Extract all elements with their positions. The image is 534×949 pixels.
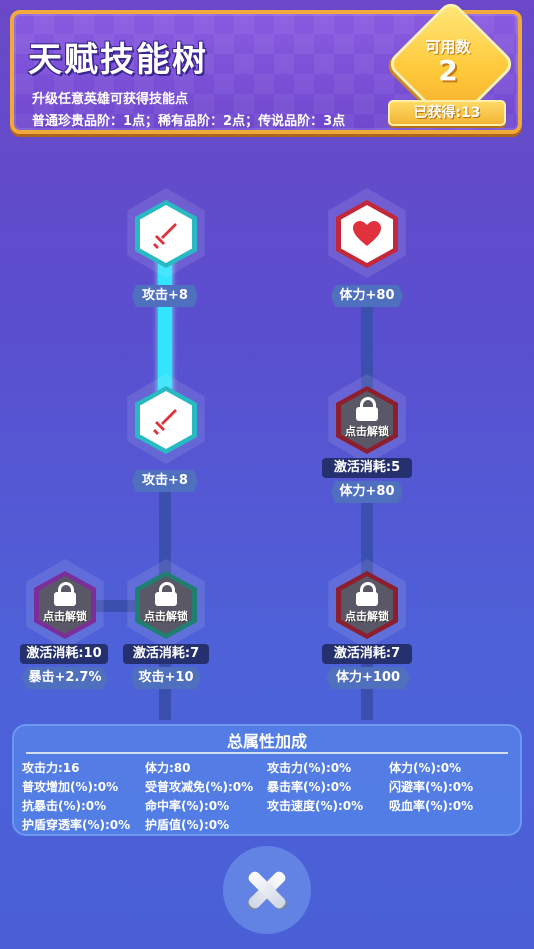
stat-item: 体力(%):0% — [389, 761, 462, 775]
stat-item: 吸血率(%):0% — [389, 799, 474, 813]
lock-icon — [356, 397, 378, 421]
stat-item: 护盾穿透率(%):0% — [22, 818, 131, 832]
talent-label-hp-3: 体力+100 — [326, 667, 410, 689]
available-points-badge: 可用数 2 — [385, 0, 517, 130]
connector-hp-2-3 — [361, 500, 373, 580]
talent-node-hp-2[interactable]: 点击解锁 — [322, 374, 412, 464]
quality-rule-text: 普通珍贵品阶：1点；稀有品阶：2点；传说品阶：3点 — [32, 114, 346, 129]
stat-item: 攻击力(%):0% — [267, 761, 352, 775]
stat-item: 体力:80 — [145, 761, 191, 775]
subtitle: 升级任意英雄可获得技能点 — [32, 92, 189, 107]
stat-item: 普攻增加(%):0% — [22, 780, 119, 794]
lock-icon — [155, 582, 177, 606]
available-value: 2 — [438, 54, 458, 87]
sword-icon — [153, 409, 177, 435]
lock-icon — [54, 582, 76, 606]
unlock-hint: 点击解锁 — [43, 610, 87, 623]
unlock-hint: 点击解锁 — [345, 610, 389, 623]
talent-cost-crit: 激活消耗:10 — [20, 644, 108, 664]
close-button[interactable] — [223, 846, 311, 934]
stat-item: 攻击力:16 — [22, 761, 80, 775]
stat-item: 受普攻减免(%):0% — [145, 780, 254, 794]
stat-item: 护盾值(%):0% — [145, 818, 230, 832]
talent-node-hp-1[interactable] — [322, 188, 412, 278]
unlock-hint: 点击解锁 — [144, 610, 188, 623]
connector-hp-1-2 — [361, 300, 373, 390]
talent-cost-hp-3: 激活消耗:7 — [322, 644, 412, 664]
sword-icon — [153, 223, 177, 249]
talent-node-attack-1[interactable] — [121, 188, 211, 278]
heart-icon — [353, 221, 381, 246]
talent-cost-hp-2: 激活消耗:5 — [322, 458, 412, 478]
talent-node-attack-3[interactable]: 点击解锁 — [121, 559, 211, 649]
stat-item: 攻击速度(%):0% — [267, 799, 364, 813]
total-stats-title: 总属性加成 — [226, 732, 307, 751]
stat-item: 暴击率(%):0% — [267, 780, 352, 794]
lock-icon — [356, 582, 378, 606]
talent-label-crit: 暴击+2.7% — [22, 667, 108, 689]
stat-item: 命中率(%):0% — [145, 799, 230, 813]
talent-node-hp-3[interactable]: 点击解锁 — [322, 559, 412, 649]
divider — [26, 752, 508, 754]
available-label: 可用数 — [425, 38, 471, 56]
talent-label-attack-3: 攻击+10 — [131, 667, 201, 689]
total-stats-panel: 总属性加成 攻击力:16 体力:80 攻击力(%):0% 体力(%):0% 普攻… — [12, 724, 522, 836]
talent-cost-attack-3: 激活消耗:7 — [123, 644, 209, 664]
stat-item: 抗暴击(%):0% — [22, 799, 107, 813]
obtained-points-badge: 已获得:13 — [388, 100, 506, 126]
talent-node-attack-2[interactable] — [121, 374, 211, 464]
talent-node-crit[interactable]: 点击解锁 — [20, 559, 110, 649]
talent-label-attack-2: 攻击+8 — [132, 470, 198, 492]
talent-label-hp-2: 体力+80 — [331, 481, 403, 503]
talent-label-hp-1: 体力+80 — [331, 285, 403, 307]
page-title: 天赋技能树 — [28, 40, 208, 80]
unlock-hint: 点击解锁 — [345, 425, 389, 438]
talent-label-attack-1: 攻击+8 — [132, 285, 198, 307]
connector-attack-2-3 — [159, 470, 171, 580]
stat-item: 闪避率(%):0% — [389, 780, 474, 794]
connector-crit-attack — [95, 600, 135, 612]
close-icon — [244, 867, 290, 913]
